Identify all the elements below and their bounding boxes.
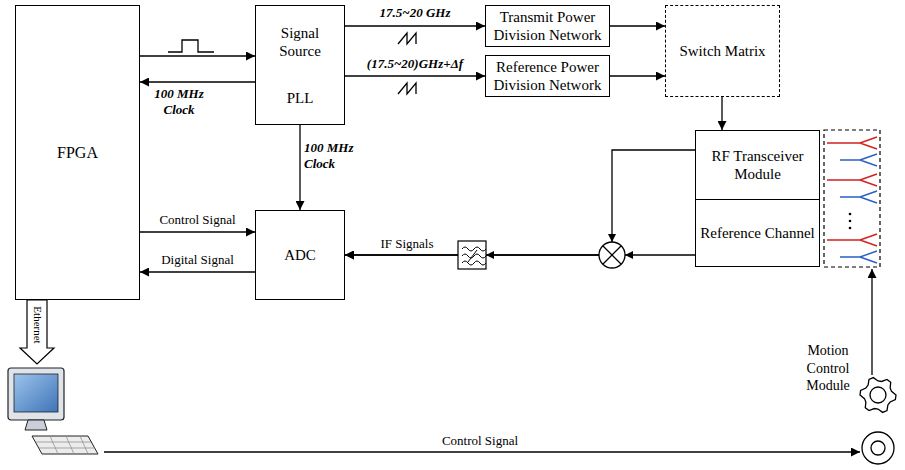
- ethernet-arrow: [20, 300, 54, 364]
- control-wire: [104, 451, 860, 452]
- node-text: FPGA: [57, 143, 98, 162]
- power-divider-box: Reference Power Division Network: [485, 55, 610, 97]
- keyboard-keys: [36, 436, 95, 454]
- antenna-element: [827, 234, 877, 246]
- signal-connector: [140, 55, 255, 56]
- motion-arrow: [871, 269, 872, 375]
- signal-connector: [140, 231, 255, 232]
- filter-symbol: [462, 247, 486, 265]
- antenna-element: [840, 154, 877, 166]
- arrowhead: [486, 251, 494, 259]
- antenna-element: [840, 191, 877, 203]
- reference-channel-box: Reference Channel: [695, 199, 820, 267]
- signal-connector: [299, 125, 300, 210]
- edge-label: 17.5~20 GHz: [350, 5, 480, 21]
- switch-matrix-box: Switch Matrix: [665, 5, 780, 97]
- node-text: ADC: [284, 246, 316, 264]
- wheel-symbol: [871, 441, 885, 455]
- signal-connector: [610, 75, 665, 76]
- wheel-symbol: [862, 432, 894, 464]
- gear-symbol: [870, 387, 886, 403]
- ellipsis-dot: [849, 227, 852, 230]
- signal-label: IF Signals: [362, 236, 452, 252]
- computer-monitor: [8, 368, 64, 420]
- signal-connector: [345, 150, 695, 255]
- edge-label: Digital Signal: [145, 252, 250, 268]
- mixer-symbol: [599, 242, 625, 268]
- computer-stand: [25, 420, 47, 430]
- adc-box: ADC: [255, 210, 345, 300]
- antenna-elements: [827, 137, 877, 263]
- mixer-symbol: [603, 246, 621, 264]
- antenna-element: [840, 251, 877, 263]
- ellipsis-dot: [849, 220, 852, 223]
- node-text: Signal Source: [260, 24, 340, 60]
- sawtooth-symbol: [398, 33, 416, 44]
- signal-label: Control Signal: [420, 433, 540, 449]
- node-text: Reference Channel: [700, 224, 815, 242]
- gear-symbol: [860, 378, 896, 413]
- module-label: Motion Control Module: [798, 342, 858, 395]
- node-text: RF Transceiver Module: [700, 147, 815, 183]
- antenna-array: [824, 130, 880, 267]
- pulse-symbol: [168, 40, 214, 52]
- edge-label: 100 MHz Clock: [304, 140, 356, 173]
- node-text: Reference Power Division Network: [490, 58, 605, 94]
- antenna-element: [827, 137, 877, 149]
- signal-connector: [140, 81, 255, 82]
- signal-connector: [721, 97, 722, 130]
- signal-source-box: Signal SourcePLL: [255, 5, 345, 125]
- signal-connector: [610, 25, 665, 26]
- signal-connector: [345, 75, 485, 76]
- arrowhead: [625, 251, 633, 259]
- node-text: Switch Matrix: [679, 42, 765, 60]
- signal-connector: [140, 271, 255, 272]
- ellipsis-dot: [849, 213, 852, 216]
- power-divider-box: Transmit Power Division Network: [485, 5, 610, 47]
- computer-screen: [14, 374, 58, 412]
- fpga-box: FPGA: [15, 5, 140, 300]
- signal-connector: [345, 25, 485, 26]
- signal-connector: [345, 254, 695, 255]
- ethernet-label: Ethernet: [32, 306, 43, 343]
- edge-label: 100 MHz Clock: [143, 86, 215, 119]
- edge-label: Control Signal: [145, 212, 250, 228]
- arrowhead: [608, 234, 616, 242]
- filter-symbol: [458, 241, 486, 269]
- antenna-element: [827, 174, 877, 186]
- node-text: PLL: [287, 89, 314, 107]
- sawtooth-symbol: [398, 83, 416, 94]
- transceiver-box: RF Transceiver Module: [695, 130, 820, 200]
- node-text: Transmit Power Division Network: [490, 8, 605, 44]
- keyboard: [32, 436, 98, 454]
- edge-label: (17.5~20)GHz+Δf: [350, 56, 480, 72]
